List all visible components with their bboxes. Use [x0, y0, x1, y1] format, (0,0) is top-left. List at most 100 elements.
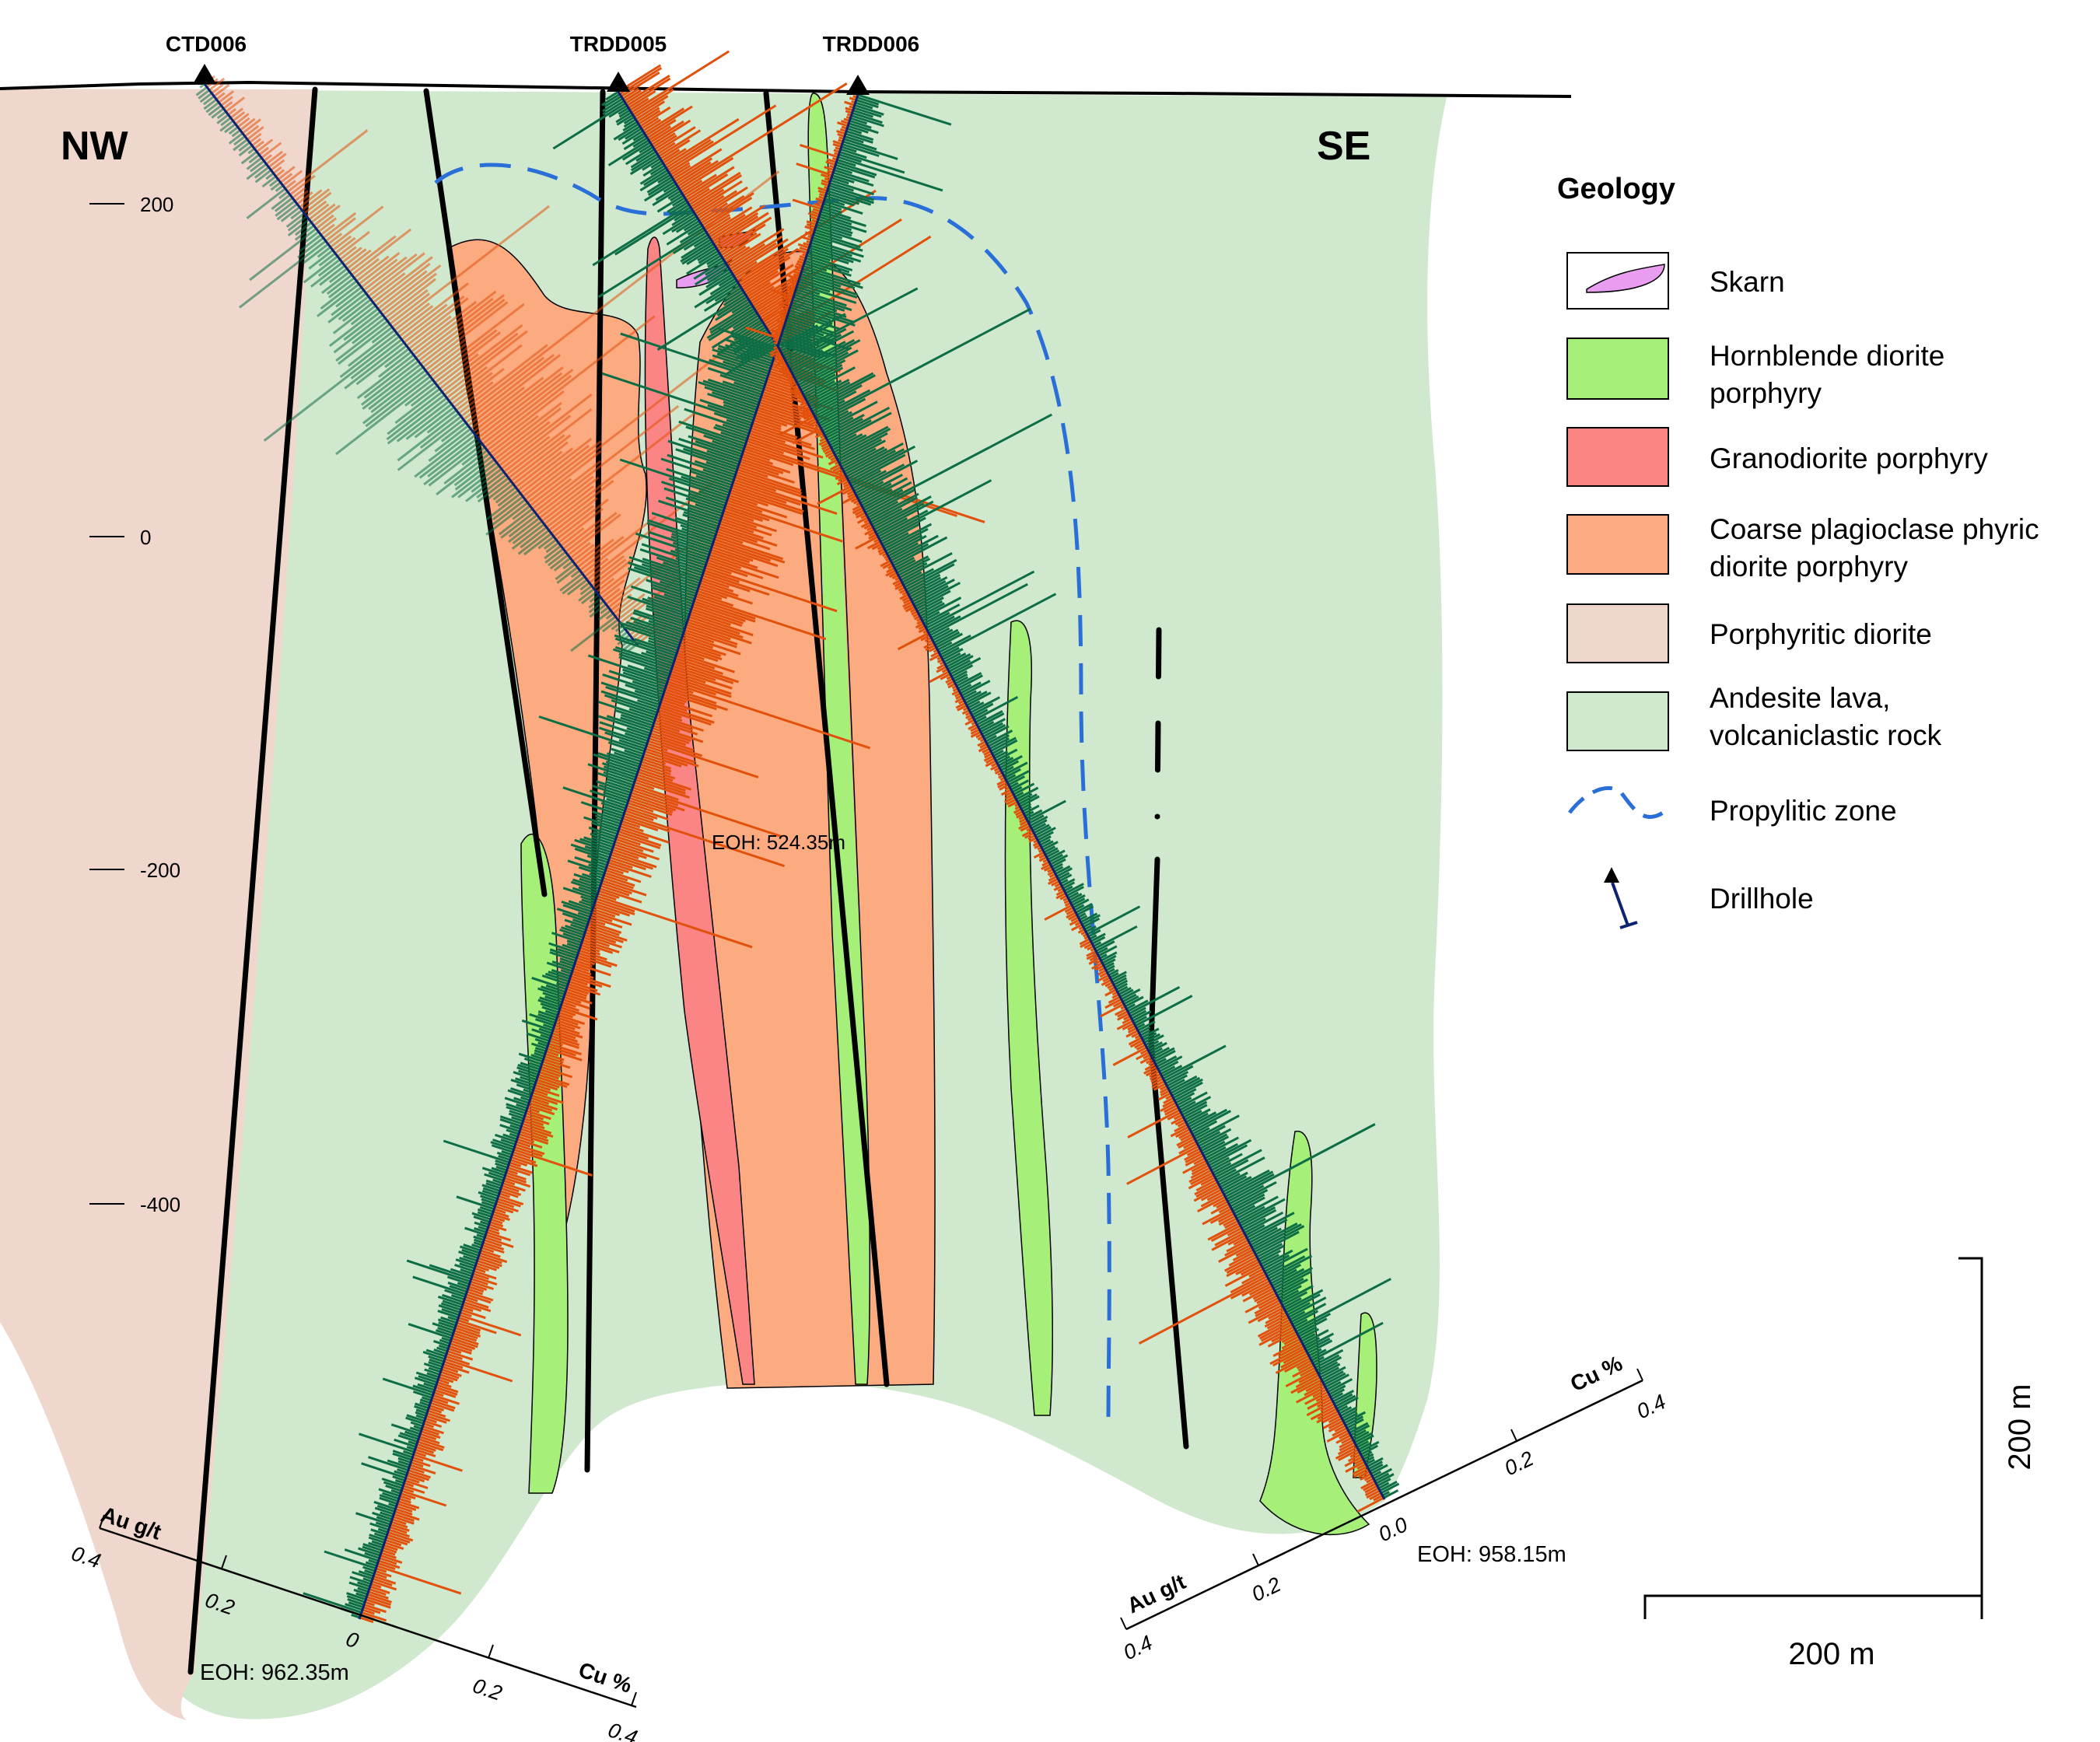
au-assay-bar — [710, 548, 751, 564]
cu-assay-bar — [1241, 1209, 1277, 1230]
cu-assay-bar — [326, 274, 353, 295]
cu-assay-bar — [516, 1103, 528, 1110]
au-assay-bar — [703, 568, 740, 583]
cu-assay-bar — [365, 1561, 377, 1567]
au-assay-bar — [390, 1520, 408, 1529]
au-assay-bar — [541, 476, 600, 523]
cu-assay-bar — [358, 1547, 381, 1557]
au-assay-bar — [1193, 1186, 1221, 1202]
au-assay-bar — [1292, 1364, 1315, 1378]
cu-assay-bar — [1329, 1388, 1345, 1398]
au-assay-bar — [968, 723, 978, 730]
cu-assay-bar — [1013, 782, 1035, 796]
au-assay-bar — [460, 170, 780, 418]
cu-assay-bar — [1176, 1097, 1192, 1107]
au-assay-bar — [775, 319, 786, 324]
au-assay-bar — [868, 533, 878, 540]
au-assay-bar — [1345, 1460, 1366, 1473]
au-assay-bar — [518, 1132, 549, 1146]
au-assay-bar — [670, 670, 706, 684]
cu-assay-bar — [1210, 1153, 1243, 1172]
au-assay-bar — [496, 1200, 515, 1209]
au-assay-bar — [665, 138, 712, 170]
au-assay-bar — [730, 488, 803, 516]
au-assay-bar — [1193, 1156, 1206, 1166]
au-assay-bar — [856, 511, 866, 519]
cu-assay-bar — [687, 518, 719, 530]
cu-assay-bar — [707, 404, 754, 422]
cu-assay-bar — [572, 878, 600, 890]
cu-assay-bar — [606, 715, 652, 732]
cu-assay-bar — [848, 122, 879, 135]
au-assay-bar — [394, 303, 431, 331]
collar-arrow-trdd006 — [846, 75, 870, 95]
au-assay-bar — [983, 750, 992, 756]
cu-assay-bar — [1189, 1108, 1227, 1131]
cu-assay-bar — [1200, 1135, 1230, 1153]
cu-assay-bar — [1212, 1162, 1232, 1174]
cu-assay-bar — [247, 147, 256, 155]
cu-assay-bar — [559, 572, 583, 592]
au-assay-bar — [1071, 923, 1083, 932]
cu-assay-bar — [570, 923, 586, 932]
au-assay-bar — [616, 835, 641, 846]
cu-assay-bar — [790, 303, 856, 327]
cu-assay-bar — [1326, 1380, 1342, 1391]
au-assay-bar — [440, 1370, 460, 1380]
au-assay-bar — [1296, 1359, 1312, 1369]
cu-assay-bar — [578, 866, 604, 877]
au-assay-bar — [860, 521, 871, 529]
au-assay-bar — [707, 558, 764, 579]
cu-assay-bar — [254, 169, 272, 184]
cu-assay-bar — [580, 591, 597, 605]
cu-assay-bar — [219, 120, 234, 132]
cu-assay-bar — [1118, 987, 1132, 996]
cu-assay-bar — [817, 218, 852, 232]
cu-assay-bar — [1224, 1170, 1274, 1198]
au-assay-bar — [599, 887, 642, 904]
au-assay-bar — [498, 394, 593, 467]
cu-assay-bar — [1204, 1146, 1227, 1160]
cu-assay-bar — [584, 845, 611, 856]
cu-assay-bar — [623, 116, 635, 124]
cu-assay-bar — [386, 394, 446, 441]
cu-assay-bar — [807, 251, 831, 262]
elevation-axis: 200 0 -200 -400 — [89, 193, 180, 1216]
au-assay-bar — [560, 526, 585, 547]
cu-assay-bar — [1347, 1425, 1357, 1432]
cu-assay-bar — [574, 855, 607, 869]
cu-assay-bar — [663, 593, 694, 606]
cu-assay-bar — [459, 1245, 481, 1254]
assay-axis-right-tick-cu02 — [1510, 1429, 1517, 1442]
au-assay-bar — [553, 505, 595, 538]
au-assay-bar — [705, 216, 731, 234]
cu-assay-bar — [545, 984, 566, 993]
cu-assay-bar — [572, 887, 597, 897]
au-assay-bar — [229, 107, 244, 119]
cu-assay-bar — [1135, 995, 1193, 1027]
cu-assay-bar — [1104, 962, 1115, 969]
cu-assay-bar — [1252, 1223, 1302, 1251]
au-assay-bar — [520, 437, 593, 495]
cu-assay-bar — [1115, 982, 1128, 991]
au-assay-bar — [605, 577, 641, 606]
cu-assay-bar — [888, 542, 919, 560]
au-assay-bar — [443, 1362, 470, 1374]
au-assay-bar — [709, 551, 758, 569]
au-assay-bar — [1290, 1376, 1321, 1394]
au-assay-bar — [814, 432, 824, 439]
legend-item-hornblende: Hornblende diorite porphyry — [1566, 338, 1944, 409]
cu-assay-bar — [720, 431, 747, 442]
cu-assay-bar — [1276, 1278, 1308, 1297]
cu-assay-bar — [580, 801, 624, 817]
au-assay-bar — [624, 615, 642, 630]
cu-assay-bar — [618, 739, 646, 750]
cu-assay-bar — [570, 569, 581, 579]
cu-assay-bar — [817, 220, 853, 235]
drill-trace-trdd006 — [776, 94, 1386, 1500]
cu-assay-bar — [1264, 1247, 1308, 1273]
au-assay-bar — [1055, 890, 1066, 897]
au-assay-bar — [615, 838, 654, 853]
cu-assay-bar — [518, 1052, 544, 1063]
cu-assay-bar — [608, 670, 666, 691]
